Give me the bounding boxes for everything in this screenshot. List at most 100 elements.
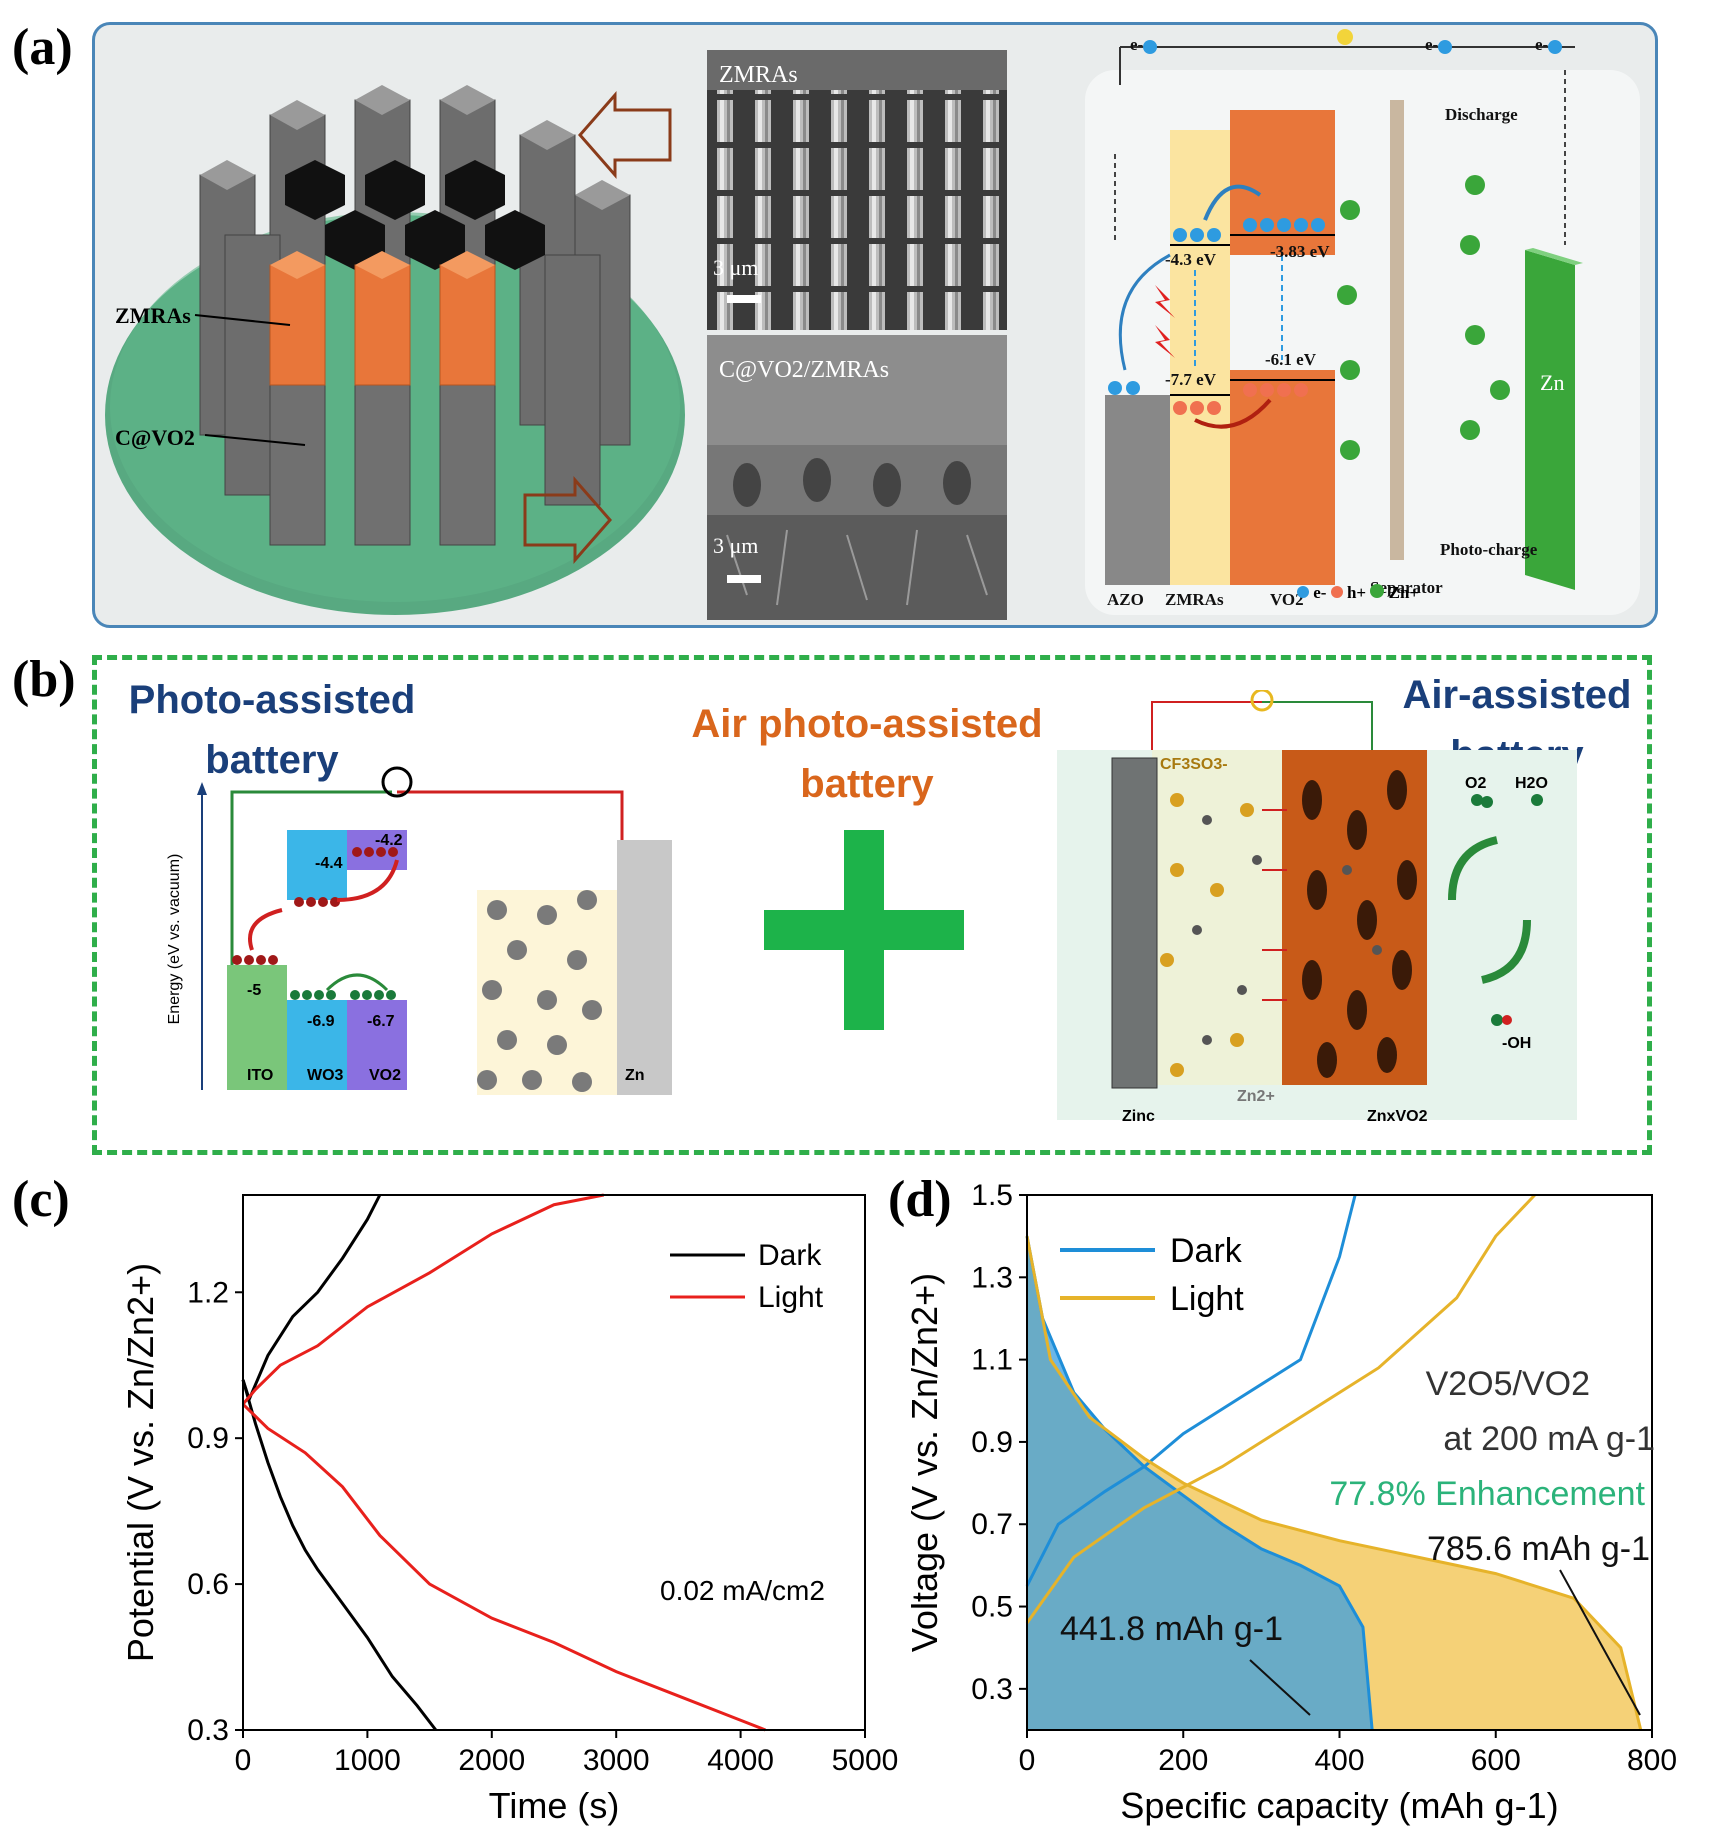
arrow-dark-capacity xyxy=(1249,1659,1311,1716)
series-line-light-2 xyxy=(1025,1235,1643,1731)
sem-bottom-scale: 3 μm xyxy=(713,533,759,558)
level-zmras-cb: -4.3 eV xyxy=(1165,250,1216,269)
panel-label-d: (d) xyxy=(888,1171,952,1228)
label-zmras: ZMRAs xyxy=(115,303,191,328)
sem-image-zmras: ZMRAs 3 μm xyxy=(707,50,1007,330)
y-tick-label: 0.7 xyxy=(971,1508,1013,1541)
y-tick-label: 0.5 xyxy=(971,1591,1013,1624)
legend-electron: e- xyxy=(1313,583,1327,602)
label-azo: AZO xyxy=(1107,590,1144,609)
panel-a: ZMRAs C@VO2 ZMRAs 3 μm xyxy=(92,22,1658,628)
level-vo2-vb: -6.7 xyxy=(367,1013,395,1030)
current-density-annotation: 0.02 mA/cm2 xyxy=(660,1575,825,1606)
annotation-dark-capacity: 441.8 mAh g-1 xyxy=(1060,1610,1283,1648)
panel-b: Photo-assisted battery Air photo-assiste… xyxy=(92,655,1652,1155)
y-tick-label: 1.5 xyxy=(971,1179,1013,1212)
y-tick-label: 1.2 xyxy=(187,1276,229,1309)
dark-discharge-fill xyxy=(1027,1236,1373,1730)
level-vo2-cb: -3.83 eV xyxy=(1270,242,1330,261)
annotation-enhancement: 77.8% Enhancement xyxy=(1329,1475,1645,1513)
y-tick-label: 0.9 xyxy=(971,1426,1013,1459)
y-axis-label: Potential (V vs. Zn/Zn2+) xyxy=(120,1263,161,1662)
x-tick-label: 2000 xyxy=(458,1744,525,1777)
x-tick-label: 0 xyxy=(1019,1744,1036,1777)
series-line-light-2 xyxy=(241,1193,605,1406)
level-vo2-vb: -6.1 eV xyxy=(1265,350,1316,369)
label-separator: Separator xyxy=(1370,578,1443,597)
legend-light-label: Light xyxy=(758,1281,824,1314)
photo-battery-schematic xyxy=(197,766,672,1095)
wire-electron-3: e- xyxy=(1535,35,1549,54)
legend-hole: h+ xyxy=(1346,583,1367,602)
label-h2o: H2O xyxy=(1515,775,1548,792)
level-vo2-cb: -4.2 xyxy=(375,832,403,849)
x-tick-label: 200 xyxy=(1158,1744,1208,1777)
label-discharge: Discharge xyxy=(1445,105,1518,124)
y-tick-label: 0.3 xyxy=(971,1673,1013,1706)
wire-electron-1: e- xyxy=(1130,35,1144,54)
photo-assisted-title-1: Photo-assisted xyxy=(128,678,416,722)
energy-axis-label: Energy (eV vs. vacuum) xyxy=(166,853,183,1025)
level-wo3-cb: -4.4 xyxy=(315,855,343,872)
legend-dark-label: Dark xyxy=(758,1239,822,1272)
energy-axis-label-wrap: Energy (eV vs. vacuum) xyxy=(155,810,195,1080)
x-tick-label: 3000 xyxy=(583,1744,650,1777)
y-axis-label: Voltage (V vs. Zn/Zn2+) xyxy=(904,1273,945,1652)
plus-sign-vertical xyxy=(844,830,884,1030)
series-line-dark-0 xyxy=(1025,1235,1374,1731)
x-tick-label: 5000 xyxy=(832,1744,899,1777)
electron-legend-icon xyxy=(1297,586,1309,598)
level-zmras-vb: -7.7 eV xyxy=(1165,370,1216,389)
label-oh: -OH xyxy=(1502,1035,1532,1052)
x-tick-label: 800 xyxy=(1627,1744,1677,1777)
plot-frame xyxy=(242,1194,866,1731)
label-ito: ITO xyxy=(247,1067,274,1084)
panel-label-a: (a) xyxy=(12,19,73,76)
label-o2: O2 xyxy=(1465,775,1487,792)
label-photo-charge: Photo-charge xyxy=(1440,540,1538,559)
series-line-dark-1 xyxy=(1025,1194,1357,1587)
air-assisted-title-1: Air-assisted xyxy=(1402,673,1632,717)
zinc-ion-legend-icon xyxy=(1370,584,1385,598)
photo-assisted-title-2: battery xyxy=(205,738,339,782)
series-line-dark-0 xyxy=(241,1194,382,1404)
series-line-light-3 xyxy=(1025,1193,1536,1624)
panel-label-c: (c) xyxy=(12,1171,70,1228)
nanorod-array-illustration xyxy=(105,85,685,615)
y-tick-label: 1.1 xyxy=(971,1344,1013,1377)
annotation-light-capacity: 785.6 mAh g-1 xyxy=(1427,1530,1650,1568)
hole-legend-icon xyxy=(1330,586,1343,598)
annotation-rate: at 200 mA g-1 xyxy=(1443,1420,1655,1458)
band-diagram: -4.3 eV -3.83 eV -7.7 eV -6.1 eV AZO ZMR… xyxy=(1085,70,1640,615)
x-tick-label: 400 xyxy=(1314,1744,1364,1777)
x-axis-label: Specific capacity (mAh g-1) xyxy=(1120,1785,1558,1826)
label-vo2: VO2 xyxy=(369,1067,402,1084)
label-wo3: WO3 xyxy=(307,1067,344,1084)
x-tick-label: 600 xyxy=(1471,1744,1521,1777)
air-photo-title-1: Air photo-assisted xyxy=(691,702,1043,746)
label-cf3so3: CF3SO3- xyxy=(1160,756,1228,773)
level-ito: -5 xyxy=(247,982,262,999)
label-band-zmras: ZMRAs xyxy=(1165,590,1224,609)
label-znxvo2: ZnxVO2 xyxy=(1367,1108,1428,1125)
x-tick-label: 4000 xyxy=(707,1744,774,1777)
series-line-dark-1 xyxy=(241,1379,438,1731)
legend-light-label: Light xyxy=(1170,1280,1244,1318)
x-tick-label: 1000 xyxy=(334,1744,401,1777)
air-battery-schematic xyxy=(1057,690,1577,1120)
label-zn2: Zn2+ xyxy=(1237,1088,1275,1105)
sem-image-cvo2-zmras: C@VO2/ZMRAs 3 μm xyxy=(707,335,1007,620)
arrow-light-capacity xyxy=(1559,1569,1641,1716)
wire-electron-2: e- xyxy=(1425,35,1439,54)
y-tick-label: 0.9 xyxy=(187,1422,229,1455)
series-line-light-3 xyxy=(241,1403,767,1732)
label-band-vo2: VO2 xyxy=(1270,590,1304,609)
x-tick-label: 0 xyxy=(235,1744,252,1777)
label-cvo2: C@VO2 xyxy=(115,425,195,450)
legend-dark-label: Dark xyxy=(1170,1232,1243,1270)
label-zn: Zn xyxy=(625,1067,645,1084)
band-legend: e- h+ Zn+ xyxy=(1297,583,1419,603)
panel-label-b: (b) xyxy=(12,651,76,708)
